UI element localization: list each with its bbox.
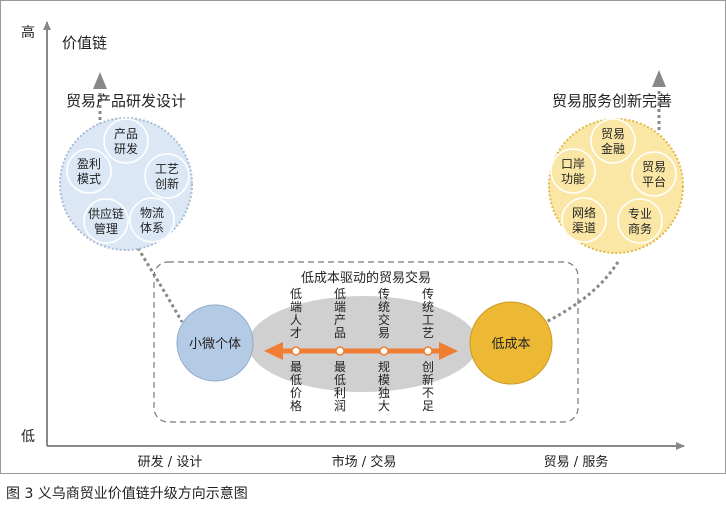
right-cluster-item-label: 功能: [561, 172, 585, 186]
arrow-dot: [379, 346, 389, 356]
right-up-arrow-icon: [652, 70, 666, 87]
left-cluster-item-label: 体系: [140, 221, 164, 235]
left-cluster-item-label: 模式: [77, 172, 101, 186]
right-cluster-item-label: 贸易: [601, 127, 625, 141]
arrow-dot: [423, 346, 433, 356]
left-cluster-item-circle: [129, 197, 175, 243]
right-cluster-item-circle: [590, 118, 636, 164]
center-bottom-label: 最低利润: [334, 360, 346, 413]
center-bottom-label: 规模独大: [378, 359, 390, 413]
small-entity-label: 小微个体: [189, 337, 241, 352]
right-connector: [545, 261, 620, 324]
y-axis-title: 价值链: [62, 34, 107, 52]
x-label-market: 市场 / 交易: [332, 454, 397, 470]
right-cluster-item-label: 平台: [642, 174, 666, 189]
right-cluster-item-label: 口岸: [561, 157, 585, 171]
right-cluster-item-label: 专业: [628, 206, 652, 221]
left-cluster-item-label: 供应链: [88, 206, 124, 221]
low-cost-node: [469, 301, 553, 385]
trade-ellipse: [248, 296, 478, 392]
left-cluster-item-label: 工艺: [155, 162, 179, 176]
left-cluster-item-label: 盈利: [77, 157, 101, 171]
center-top-label: 低端人才: [290, 287, 302, 340]
right-cluster-item-label: 贸易: [642, 160, 666, 174]
right-cluster-item-circle: [631, 151, 677, 197]
center-bottom-label: 最低价格: [290, 360, 302, 413]
figure-caption: 图 3 义乌商贸业价值链升级方向示意图: [6, 486, 248, 502]
y-axis-low-label: 低: [21, 429, 35, 445]
left-cluster-item-circle: [66, 148, 112, 194]
right-cluster-item-label: 渠道: [572, 221, 596, 235]
left-connector: [136, 247, 184, 323]
left-cluster-item-label: 物流: [140, 206, 164, 220]
arrow-dot: [335, 346, 345, 356]
right-cluster-title: 贸易服务创新完善: [552, 92, 672, 110]
left-cluster-item-label: 产品: [114, 127, 138, 141]
left-cluster-item-label: 研发: [114, 141, 138, 156]
center-top-label: 低端产品: [334, 287, 346, 340]
right-cluster-item-circle: [550, 148, 596, 194]
center-bottom-label: 创新不足: [422, 360, 434, 413]
left-cluster-item-label: 创新: [155, 176, 179, 191]
right-cluster-item-circle: [561, 197, 607, 243]
y-axis-high-label: 高: [21, 24, 35, 41]
small-entity-node: [176, 304, 254, 382]
left-cluster-item-circle: [83, 198, 129, 244]
low-cost-label: 低成本: [491, 337, 530, 352]
left-up-arrow-icon: [93, 72, 107, 89]
center-dashed-box: [153, 261, 579, 423]
center-title: 低成本驱动的贸易交易: [301, 270, 431, 286]
left-cluster-item-circle: [103, 118, 149, 164]
center-top-label: 传统交易: [378, 286, 390, 340]
arrow-dot: [291, 346, 301, 356]
right-cluster-item-label: 金融: [601, 141, 625, 156]
arrow-right-icon: [439, 342, 458, 360]
left-cluster-item-circle: [144, 153, 190, 199]
right-cluster-item-circle: [617, 198, 663, 244]
right-cluster-item-label: 商务: [628, 221, 652, 236]
left-cluster-item-label: 管理: [94, 221, 118, 236]
x-label-research: 研发 / 设计: [138, 454, 203, 470]
center-top-label: 传统工艺: [422, 286, 434, 340]
left-cluster-title: 贸易产品研发设计: [66, 92, 186, 110]
arrow-left-icon: [264, 342, 283, 360]
right-cluster-item-label: 网络: [572, 205, 596, 220]
x-label-service: 贸易 / 服务: [544, 454, 609, 470]
